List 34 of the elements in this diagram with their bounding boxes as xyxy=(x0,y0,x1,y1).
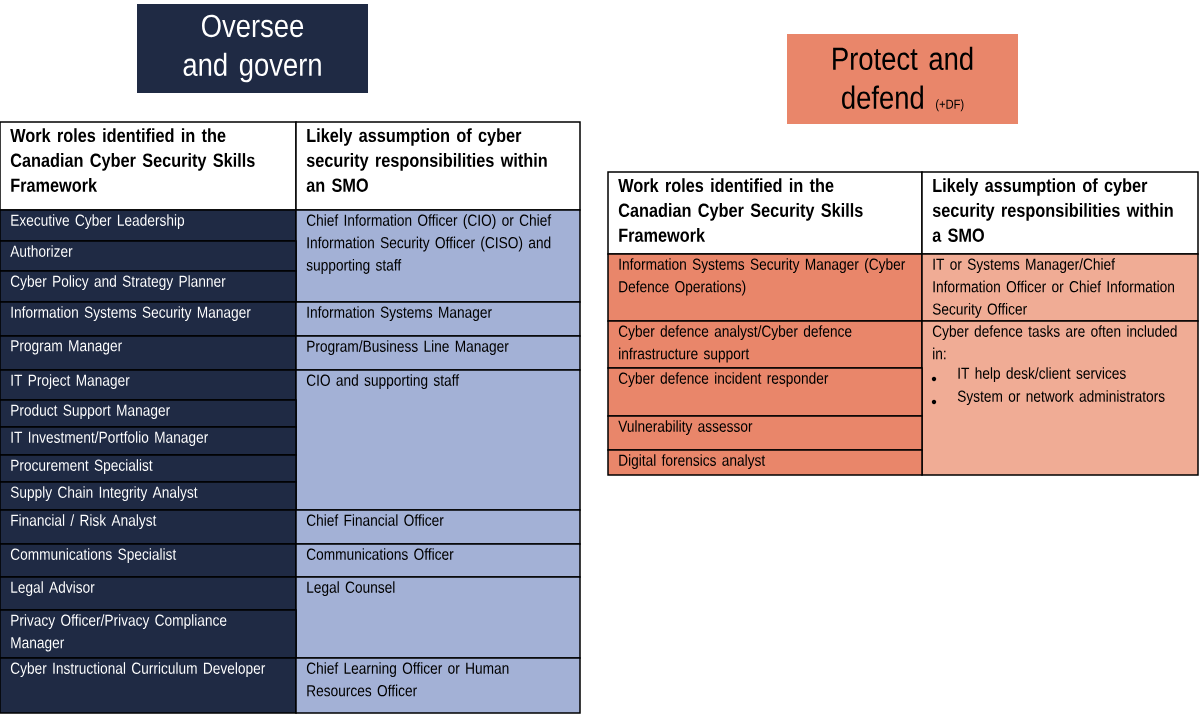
list-item: System or network administrators xyxy=(931,390,1165,406)
table-cell: Product Support Manager xyxy=(0,399,297,428)
table-cell: Likely assumption of cyber security responsibilities within a SMO xyxy=(921,171,1199,255)
table-cell: Information Systems Security Manager (Cyber Defence Operations) xyxy=(607,253,923,322)
title-box: Oversee and govern xyxy=(137,4,368,93)
table-cell: Information Systems Manager xyxy=(295,301,581,337)
table-cell: Cyber Policy and Strategy Planner xyxy=(0,270,297,303)
table-cell: Information Systems Security Manager xyxy=(0,301,297,337)
table-cell: Program Manager xyxy=(0,335,297,371)
table-cell: Communications Officer xyxy=(295,543,581,578)
table-cell: IT Investment/Portfolio Manager xyxy=(0,426,297,456)
table-cell: IT Project Manager xyxy=(0,369,297,401)
table-cell: Procurement Specialist xyxy=(0,454,297,483)
table-cell: Chief Financial Officer xyxy=(295,509,581,545)
table-cell: Cyber defence analyst/Cyber defence infrastructure support xyxy=(607,320,923,369)
table-cell: IT or Systems Manager/Chief Information Officer or Chief Information Security Officer xyxy=(921,253,1199,322)
table-cell: Privacy Officer/Privacy Compliance Manager xyxy=(0,609,297,659)
table-cell: Vulnerability assessor xyxy=(607,415,923,451)
table-cell: Program/Business Line Manager xyxy=(295,335,581,371)
table-cell: Cyber Instructional Curriculum Developer xyxy=(0,657,297,714)
table-cell: Financial / Risk Analyst xyxy=(0,509,297,545)
table-cell: Digital forensics analyst xyxy=(607,449,923,476)
table-cell: Likely assumption of cyber security responsibilities within an SMO xyxy=(295,121,581,211)
list-item: IT help desk/client services xyxy=(931,367,1126,383)
table-cell: Executive Cyber Leadership xyxy=(0,209,297,242)
table-cell: Supply Chain Integrity Analyst xyxy=(0,481,297,511)
title-box: Protect and defend (+DF) xyxy=(787,34,1018,124)
table-cell: Chief Learning Officer or Human Resources Officer xyxy=(295,657,581,714)
table-cell: Work roles identified in the Canadian Cyber Security Skills Framework xyxy=(0,121,297,211)
table-cell: Communications Specialist xyxy=(0,543,297,578)
table-cell: Work roles identified in the Canadian Cyber Security Skills Framework xyxy=(607,171,923,255)
table-cell: Legal Advisor xyxy=(0,576,297,611)
table-cell: Authorizer xyxy=(0,240,297,272)
table-cell: Cyber defence incident responder xyxy=(607,367,923,417)
